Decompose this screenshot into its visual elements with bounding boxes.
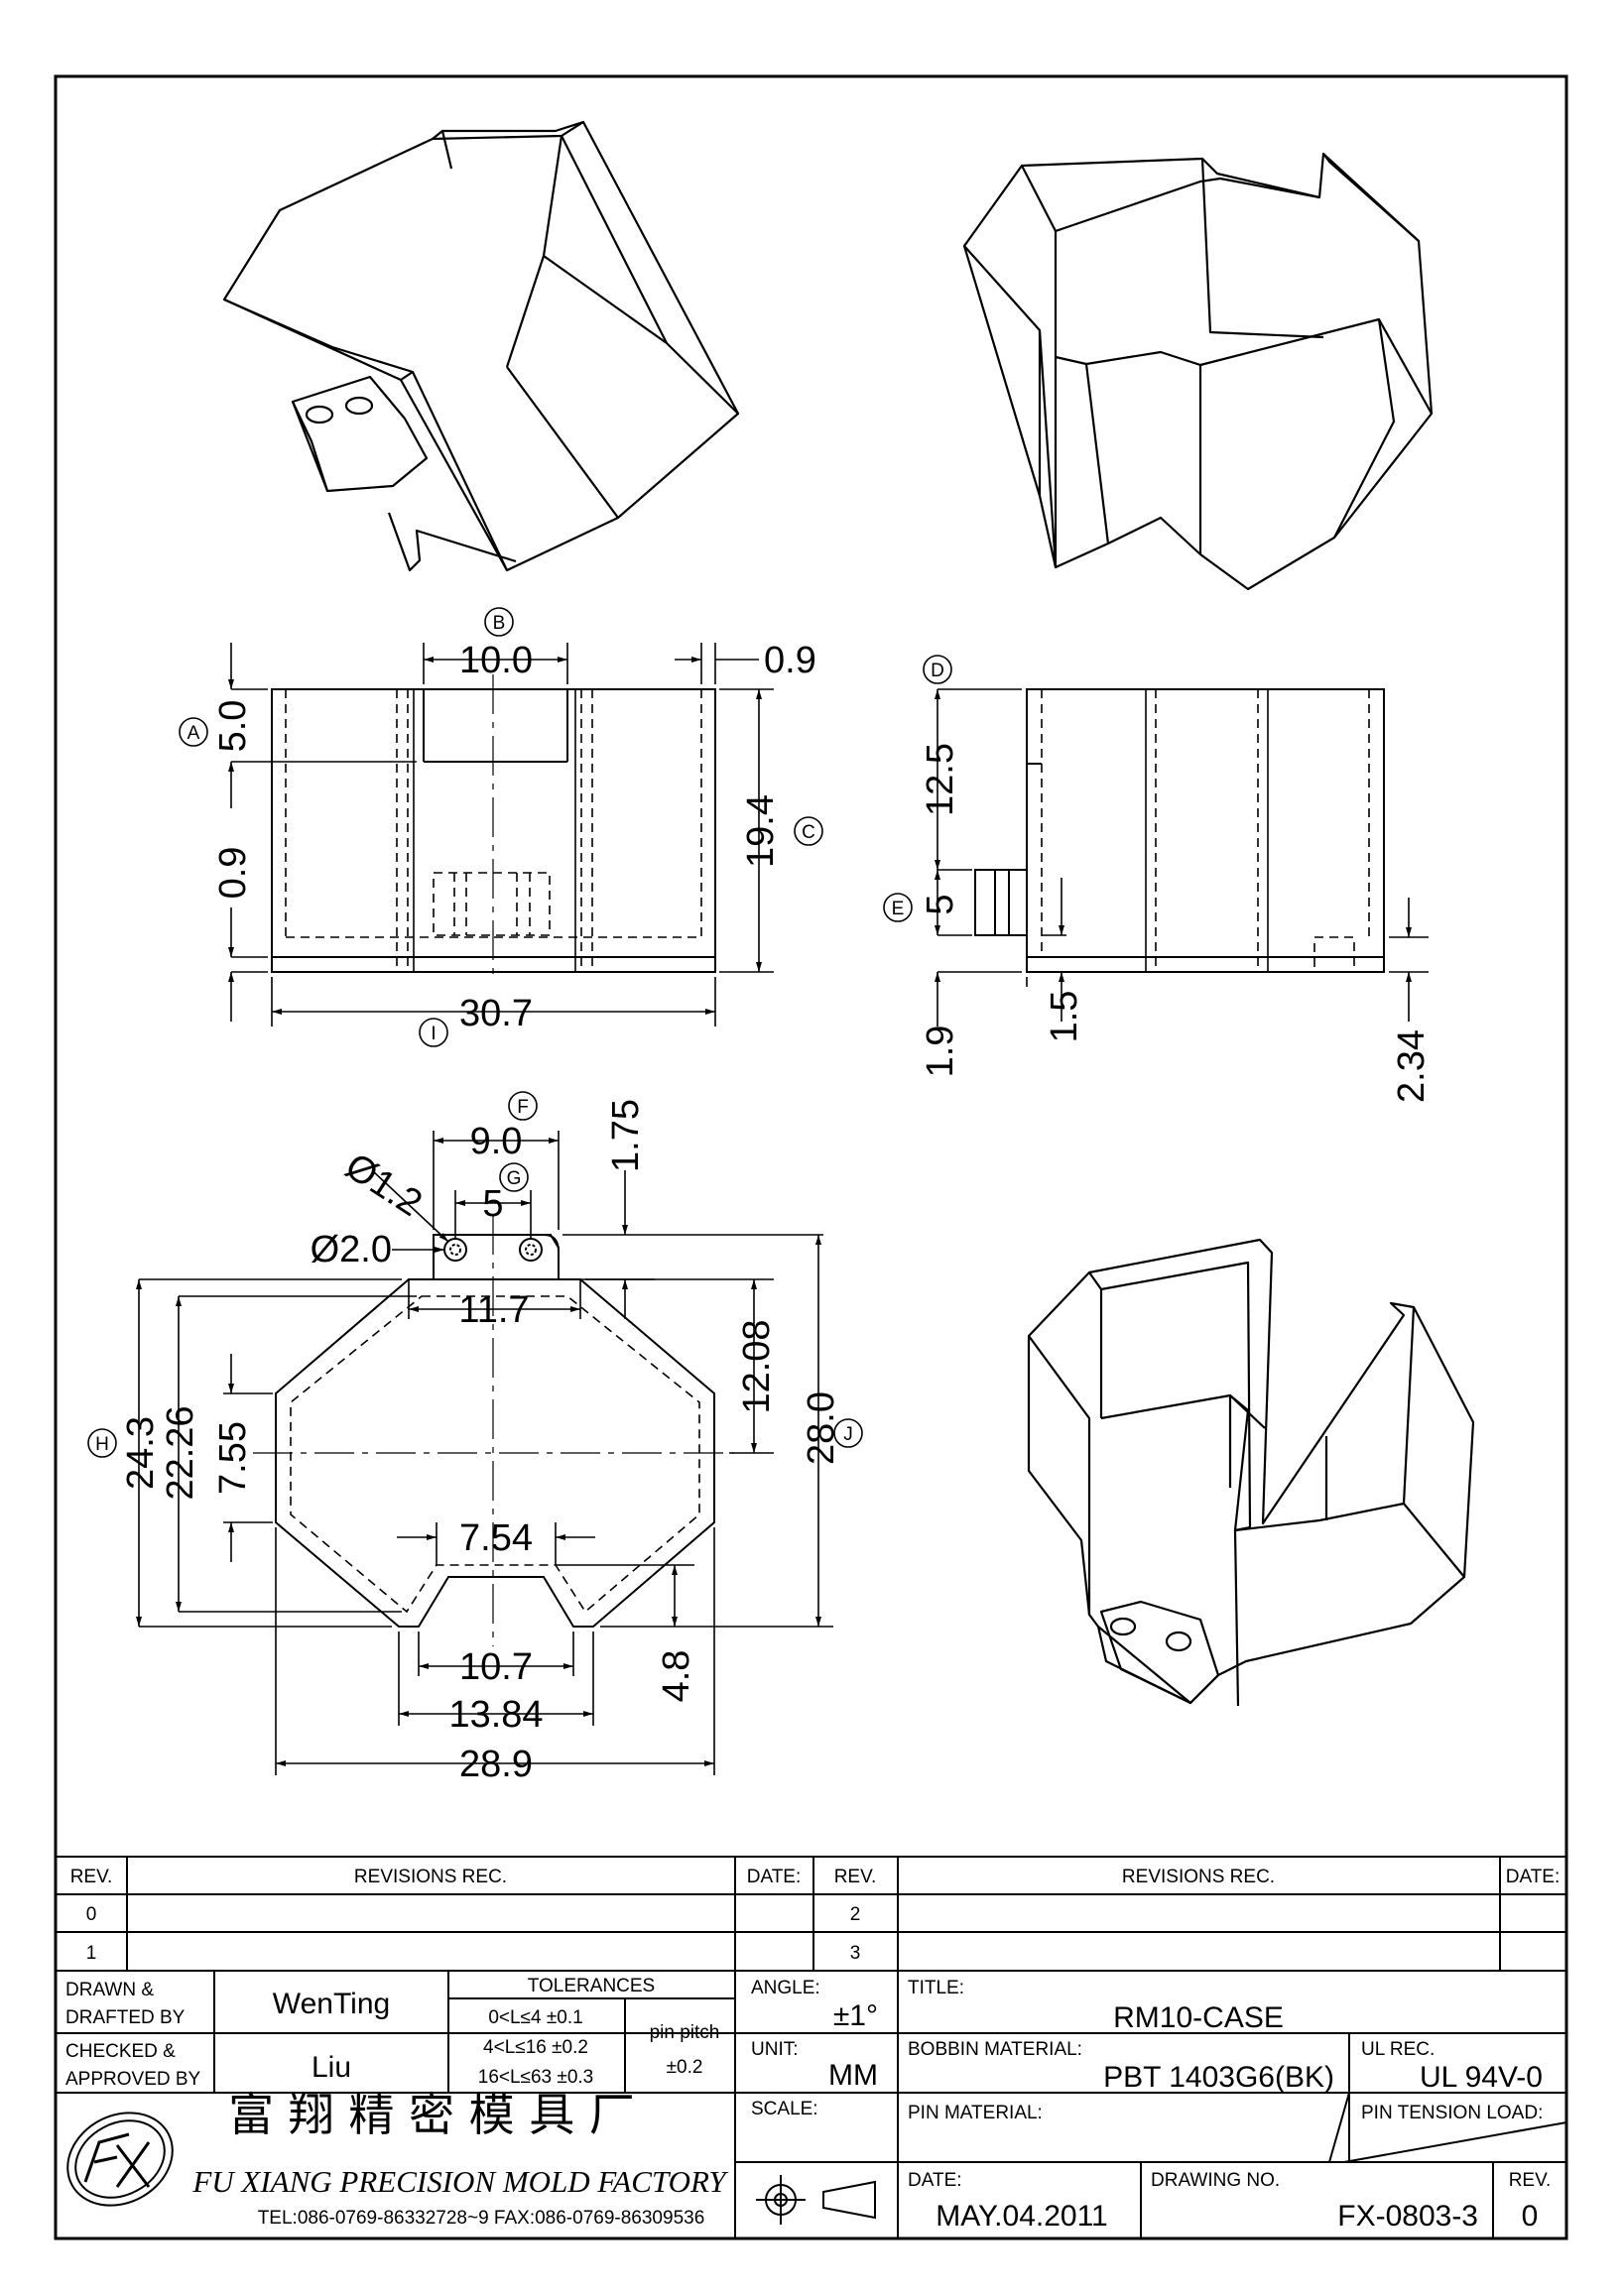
angle-value: ±1° (833, 1999, 878, 2032)
top-view-dimensions (87, 1091, 863, 1775)
rev-value: 0 (1522, 2200, 1539, 2233)
callout-g: G (507, 1168, 522, 1189)
front-view-dimensions (179, 607, 823, 1047)
title-block-text: REV. REVISIONS REC. DATE: REV. REVISIONS… (65, 1867, 1560, 2233)
dim-side-flat: 7.55 (212, 1421, 254, 1495)
sheet-border (54, 74, 1568, 2240)
dim-wall: 0.9 (764, 640, 816, 681)
pin-pitch-label: pin pitch (650, 2022, 720, 2043)
bobbin-value: PBT 1403G6(BK) (1103, 2061, 1334, 2094)
rev-row-0: 0 (86, 1904, 97, 1925)
ul-value: UL 94V-0 (1420, 2061, 1543, 2094)
date-header-left: DATE: (747, 1867, 802, 1887)
side-view (974, 688, 1385, 973)
angle-label: ANGLE: (751, 1978, 820, 1998)
callout-d: D (931, 661, 944, 681)
dim-notch-outer: 13.84 (448, 1694, 543, 1736)
title-label: TITLE: (908, 1978, 964, 1998)
drawn-label-1: DRAWN & (65, 1980, 154, 2000)
scale-label: SCALE: (751, 2099, 818, 2119)
tol-row-1: 0<L≤4 ±0.1 (488, 2007, 582, 2028)
side-view-dimension-text: 12.5 5 1.9 1.5 2.34 D E (892, 661, 1433, 1103)
title-value: RM10-CASE (1113, 2001, 1284, 2034)
dim-pin-offset: 1.5 (1044, 991, 1085, 1043)
rev-header-right: REV. (834, 1867, 877, 1887)
isometric-view-open (962, 152, 1434, 591)
company-contact: TEL:086-0769-86332728~9 FAX:086-0769-863… (258, 2208, 705, 2229)
dim-tab-width: 9.0 (470, 1121, 523, 1162)
dim-bottom: 1.9 (920, 1026, 961, 1078)
pin-pitch-tol: ±0.2 (667, 2057, 703, 2078)
dim-total-depth: 28.0 (801, 1391, 842, 1465)
dim-notch-depth: 4.8 (656, 1650, 697, 1703)
rev-row-1: 1 (86, 1943, 97, 1964)
projection-symbol-icon (756, 2175, 876, 2225)
top-view-dimension-text: 9.0 5 1.75 Ø1.2 Ø2.0 11.7 12.08 28.0 24.… (95, 1097, 853, 1785)
callout-j: J (843, 1424, 853, 1445)
drawn-label-2: DRAFTED BY (65, 2007, 186, 2028)
company-name-cn: 富 翔 精 密 模 具 厂 (228, 2088, 635, 2141)
checked-label-1: CHECKED & (65, 2041, 176, 2062)
callout-i: I (431, 1024, 436, 1044)
dim-hole-large: Ø2.0 (311, 1229, 392, 1270)
company-name-en: FU XIANG PRECISION MOLD FACTORY (191, 2164, 728, 2199)
drawn-name: WenTing (273, 1988, 390, 2020)
checked-name: Liu (312, 2051, 351, 2084)
callout-f: F (517, 1097, 529, 1118)
pin-material-label: PIN MATERIAL: (908, 2103, 1043, 2123)
ul-label: UL REC. (1361, 2039, 1435, 2060)
callout-c: C (802, 822, 815, 843)
front-view (271, 674, 716, 982)
dim-width: 30.7 (459, 993, 533, 1034)
dim-pin-pitch: 5 (482, 1183, 503, 1225)
date-label: DATE: (908, 2170, 962, 2191)
drawing-no-label: DRAWING NO. (1151, 2170, 1280, 2191)
dim-slot-depth: 5.0 (212, 700, 254, 753)
drawing-no-value: FX-0803-3 (1337, 2200, 1478, 2233)
dim-hole-small: Ø1.2 (338, 1146, 430, 1225)
revisions-header-right: REVISIONS REC. (1122, 1867, 1275, 1887)
dim-height: 19.4 (740, 794, 782, 868)
dim-notch-bottom: 10.7 (459, 1646, 533, 1688)
company-logo-icon (66, 2112, 174, 2207)
dim-foot: 2.34 (1391, 1029, 1433, 1103)
callout-a: A (187, 723, 200, 744)
revisions-header-left: REVISIONS REC. (354, 1867, 507, 1887)
dim-total-width: 28.9 (459, 1744, 533, 1785)
rev-label: REV. (1509, 2170, 1552, 2191)
isometric-view-front (1027, 1238, 1475, 1707)
date-header-right: DATE: (1506, 1867, 1561, 1887)
dim-half-height: 12.08 (736, 1319, 778, 1413)
dim-outer-height: 24.3 (120, 1416, 162, 1490)
isometric-view-back (222, 120, 740, 572)
tol-row-3: 16<L≤63 ±0.3 (478, 2067, 593, 2088)
side-view-dimensions (883, 655, 1429, 1027)
callout-e: E (892, 899, 905, 919)
unit-value: MM (828, 2059, 878, 2092)
tolerances-header: TOLERANCES (528, 1976, 655, 1996)
bobbin-label: BOBBIN MATERIAL: (908, 2039, 1082, 2060)
dim-slot-width: 10.0 (459, 640, 533, 681)
date-value: MAY.04.2011 (936, 2200, 1107, 2233)
callout-h: H (95, 1434, 109, 1455)
pin-tension-label: PIN TENSION LOAD: (1361, 2103, 1543, 2123)
dim-top-to-pin: 12.5 (920, 743, 961, 816)
tol-row-2: 4<L≤16 ±0.2 (483, 2037, 588, 2058)
dim-bottom-wall: 0.9 (212, 847, 254, 900)
title-block-grid (56, 1856, 1567, 2238)
rev-row-2: 2 (850, 1904, 861, 1925)
checked-label-2: APPROVED BY (65, 2069, 201, 2090)
dim-pin-block: 5 (920, 894, 961, 914)
rev-header: REV. (70, 1867, 113, 1887)
dim-notch-inner: 7.54 (459, 1517, 533, 1559)
dim-top-edge: 11.7 (458, 1289, 529, 1331)
unit-label: UNIT: (751, 2039, 799, 2060)
callout-b: B (493, 613, 506, 634)
front-view-dimension-text: 10.0 0.9 5.0 19.4 0.9 30.7 B A C I (187, 613, 816, 1044)
dim-inner-height: 22.26 (160, 1405, 201, 1500)
dim-tab-height: 1.75 (605, 1099, 647, 1172)
rev-row-3: 3 (850, 1943, 861, 1964)
